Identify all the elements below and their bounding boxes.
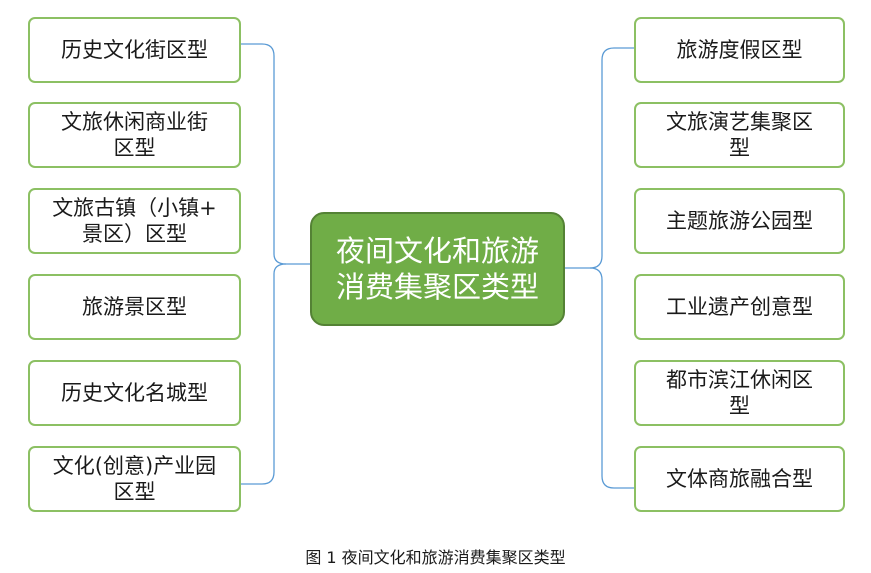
connector-left-1 [241, 43, 310, 265]
connector-right-6 [589, 267, 634, 489]
right-node-3: 主题旅游公园型 [634, 188, 845, 254]
right-node-5: 都市滨江休闲区 型 [634, 360, 845, 426]
center-node: 夜间文化和旅游 消费集聚区类型 [310, 212, 565, 326]
right-node-4: 工业遗产创意型 [634, 274, 845, 340]
right-node-1: 旅游度假区型 [634, 17, 845, 83]
right-node-6: 文体商旅融合型 [634, 446, 845, 512]
left-node-5: 历史文化名城型 [28, 360, 241, 426]
connector-left-6 [241, 263, 287, 485]
right-node-2: 文旅演艺集聚区 型 [634, 102, 845, 168]
right-connectors [565, 47, 634, 489]
left-node-2: 文旅休闲商业街 区型 [28, 102, 241, 168]
left-node-6: 文化(创意)产业园 区型 [28, 446, 241, 512]
left-node-4: 旅游景区型 [28, 274, 241, 340]
left-node-3: 文旅古镇（小镇+ 景区）区型 [28, 188, 241, 254]
figure-caption: 图 1 夜间文化和旅游消费集聚区类型 [305, 548, 566, 567]
left-node-1: 历史文化街区型 [28, 17, 241, 83]
left-connectors [241, 43, 310, 485]
connector-right-1 [565, 47, 634, 269]
